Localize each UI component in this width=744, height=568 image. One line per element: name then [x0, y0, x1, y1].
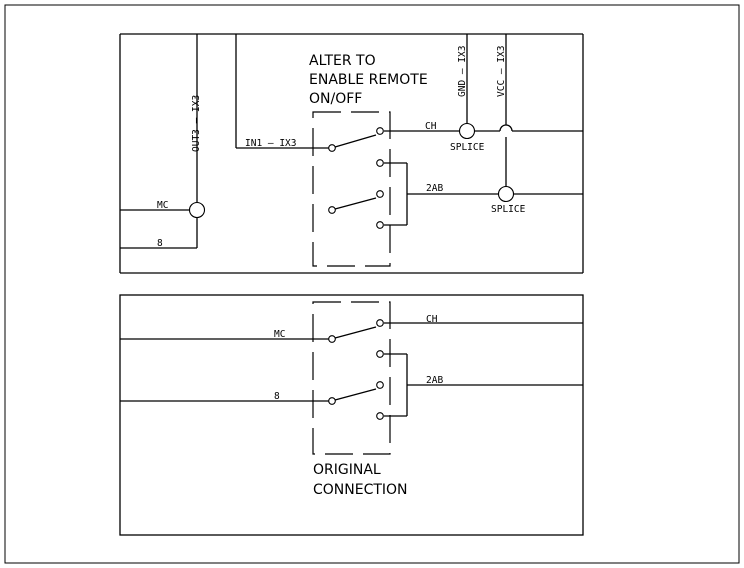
top-panel: ALTER TO ENABLE REMOTE ON/OFF OUT3 – IX3… [119, 33, 584, 274]
mc-label: MC [157, 200, 168, 211]
splice-1-label: SPLICE [450, 142, 485, 153]
outer-frame [4, 4, 740, 564]
switch-2-blade [334, 197, 377, 210]
switch-1-blade [334, 134, 377, 148]
bottom-note-line-2: CONNECTION [313, 482, 408, 498]
eight-label: 8 [157, 238, 163, 249]
bottom-switch-box [312, 301, 391, 455]
ch-label-bottom: CH [426, 314, 438, 325]
mc-terminal [188, 201, 206, 219]
bottom-note-line-1: ORIGINAL [313, 462, 381, 478]
splice-1 [458, 122, 476, 140]
tab-label: 2AB [426, 183, 443, 194]
top-note-line-3: ON/OFF [309, 91, 362, 107]
bottom-panel: MC CH 8 2AB ORIGINAL CONNECTION [119, 294, 584, 536]
out3-label: OUT3 – IX3 [191, 95, 202, 152]
bottom-switch-1-blade [334, 326, 377, 339]
splice-2 [497, 185, 515, 203]
ch-label: CH [425, 121, 437, 132]
bottom-switch-2-blade [334, 388, 377, 401]
top-switch-box [312, 111, 391, 267]
top-note-line-1: ALTER TO [309, 53, 376, 69]
splice-2-label: SPLICE [491, 204, 526, 215]
bottom-frame [119, 294, 584, 536]
gnd-label: GND – IX3 [457, 46, 468, 97]
top-note-line-2: ENABLE REMOTE [309, 72, 428, 88]
tab-label-bottom: 2AB [426, 375, 443, 386]
vcc-label: VCC – IX3 [496, 46, 507, 97]
mc-label-bottom: MC [274, 329, 285, 340]
in1-label: IN1 – IX3 [245, 138, 296, 149]
eight-label-bottom: 8 [274, 391, 280, 402]
